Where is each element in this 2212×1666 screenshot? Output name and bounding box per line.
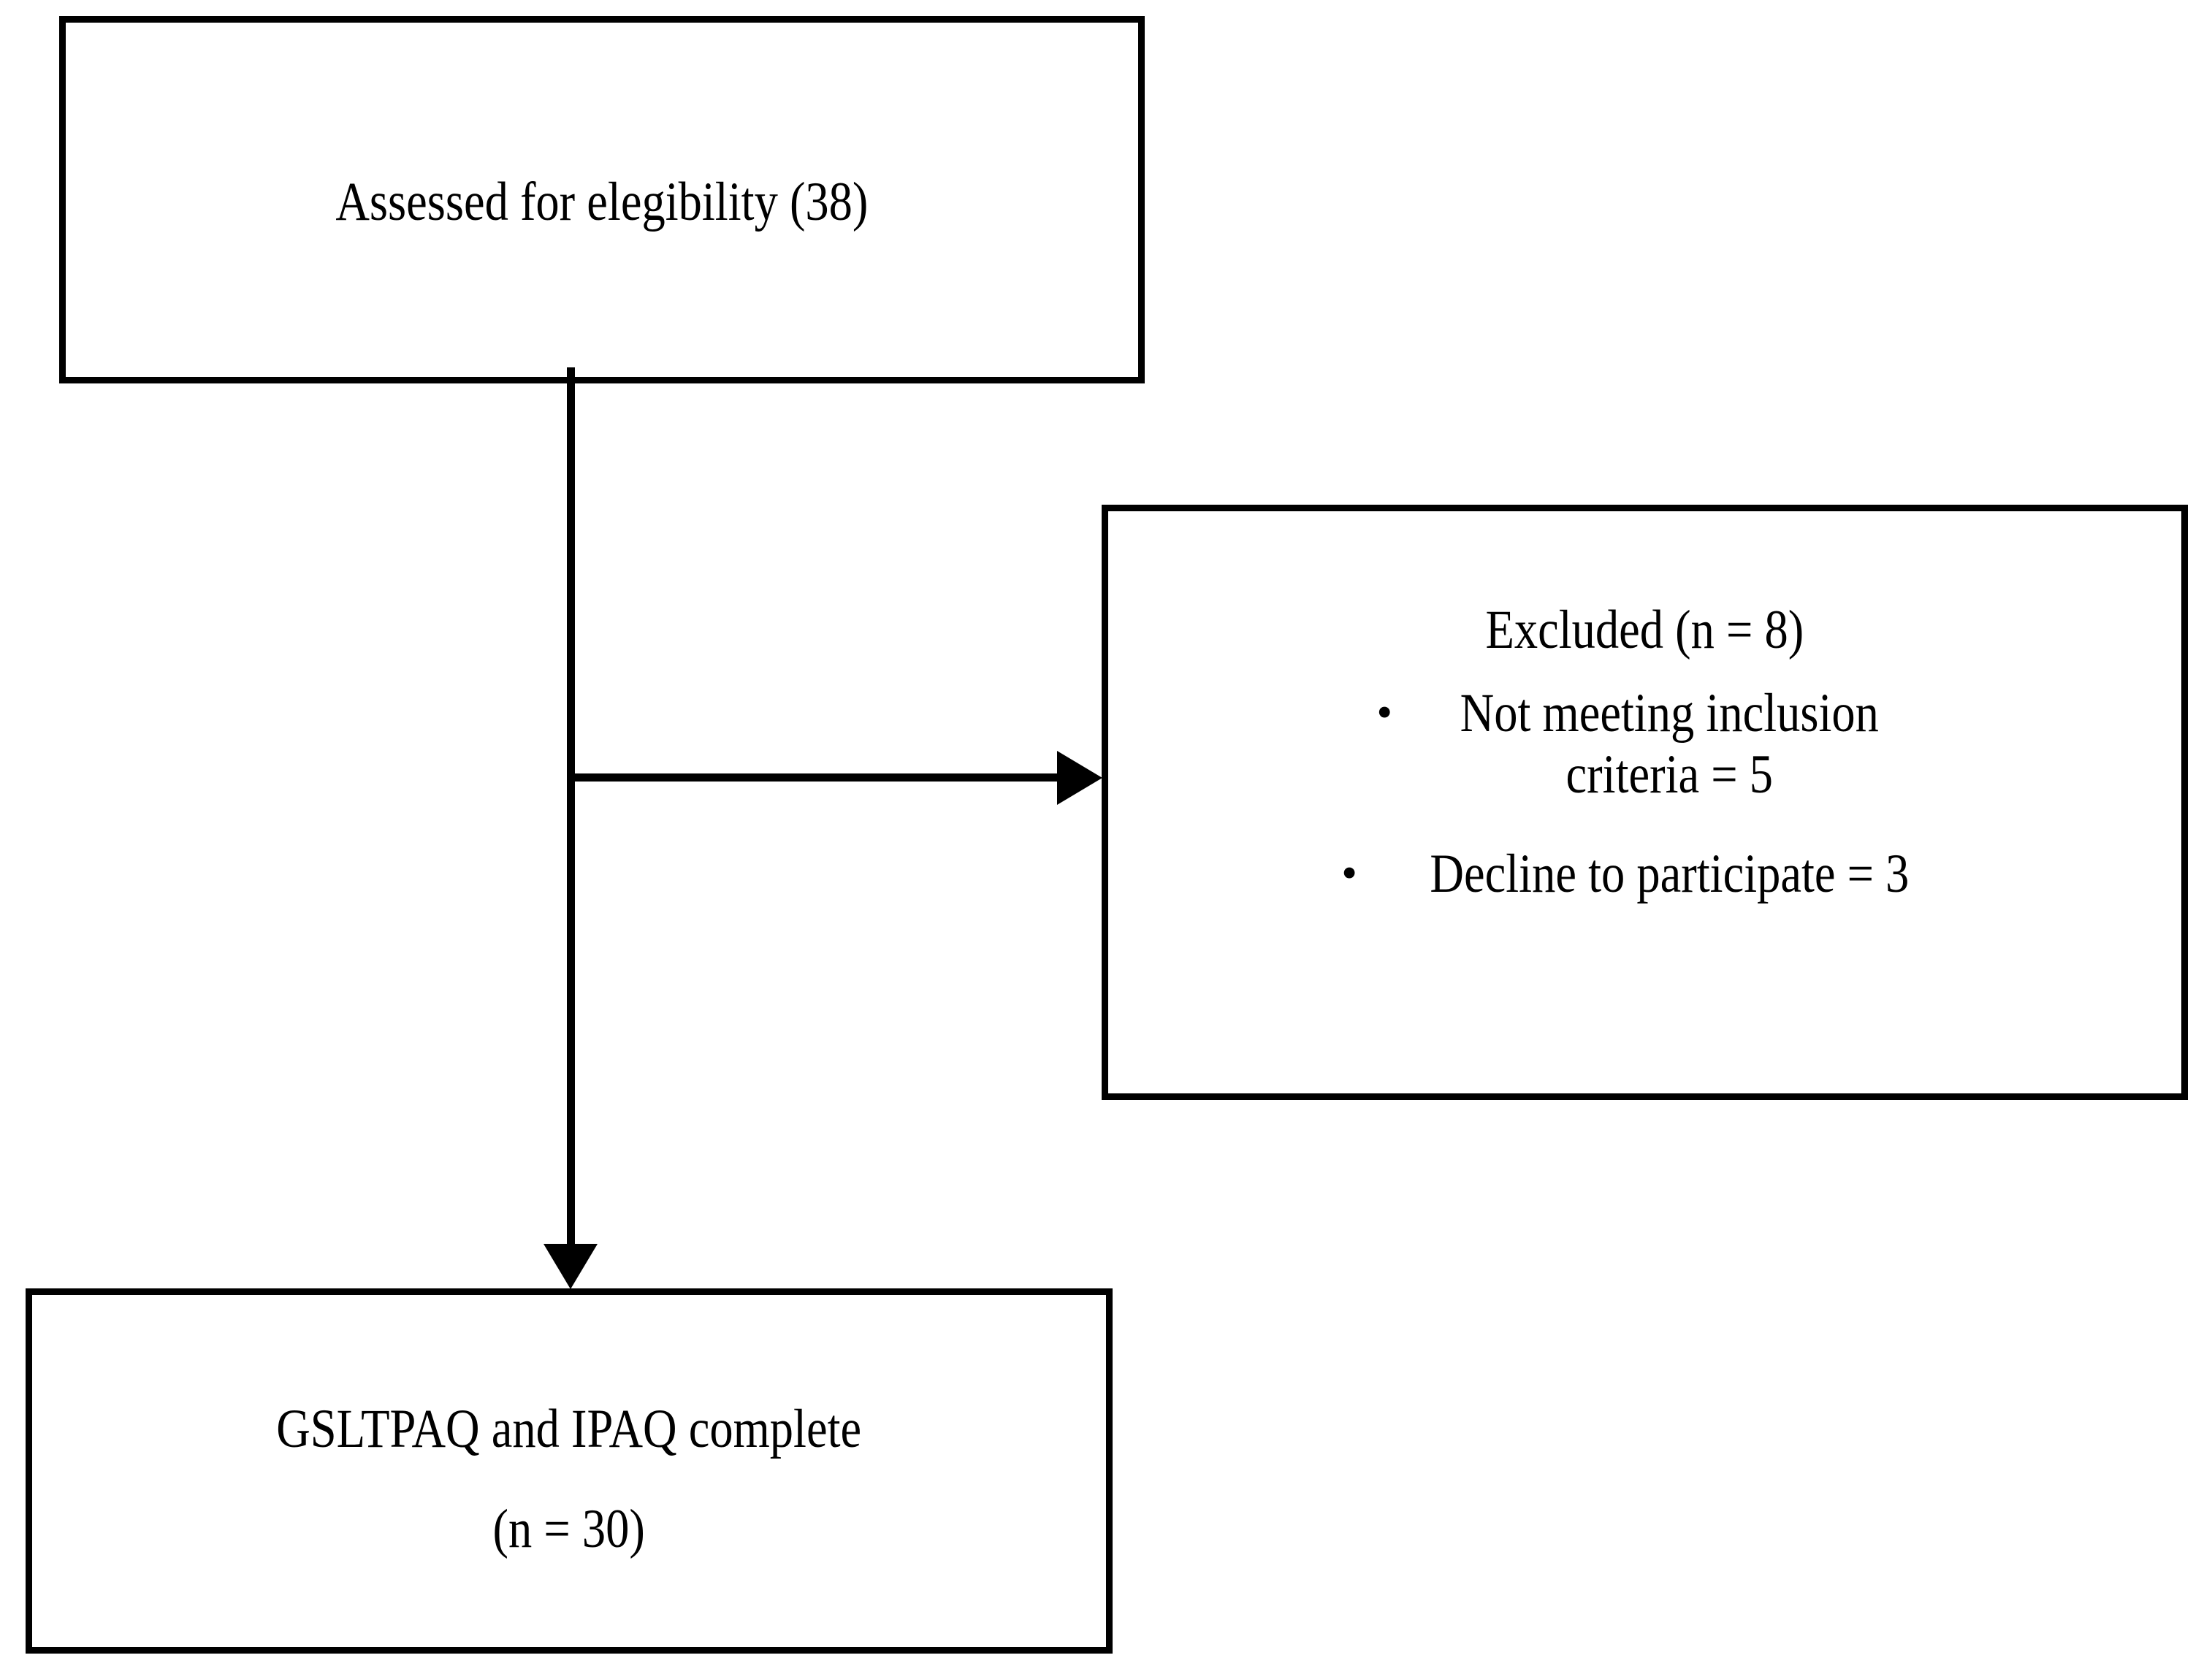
questionnaires-complete-count: (n = 30) [492, 1499, 646, 1559]
arrow-down-icon [544, 1244, 598, 1289]
connector-vertical-line [567, 367, 575, 1250]
list-item: • Decline to participate = 3 [1108, 844, 2181, 905]
questionnaires-complete-label: GSLTPAQ and IPAQ complete [276, 1399, 862, 1459]
excluded-reason-list: • Not meeting inclusion criteria = 5 • D… [1108, 683, 2181, 905]
node-questionnaires-complete: GSLTPAQ and IPAQ complete (n = 30) [26, 1288, 1113, 1654]
excluded-title: Excluded (n = 8) [1485, 600, 1804, 660]
connector-horizontal-line [567, 773, 1061, 782]
questionnaires-complete-text: GSLTPAQ and IPAQ complete (n = 30) [277, 1402, 862, 1556]
arrow-right-icon [1057, 751, 1102, 805]
assessed-for-eligibility-label: Assessed for elegibility (38) [335, 171, 869, 232]
bullet-icon: • [1341, 848, 1357, 898]
list-item: • Not meeting inclusion criteria = 5 [1108, 683, 2181, 806]
node-excluded: Excluded (n = 8) • Not meeting inclusion… [1102, 505, 2188, 1100]
bullet-icon: • [1376, 687, 1393, 738]
excluded-reason-label: Decline to participate = 3 [1430, 843, 1910, 904]
excluded-reason-label: Not meeting inclusion criteria = 5 [1460, 682, 1879, 805]
node-assessed-for-eligibility: Assessed for elegibility (38) [59, 16, 1145, 383]
